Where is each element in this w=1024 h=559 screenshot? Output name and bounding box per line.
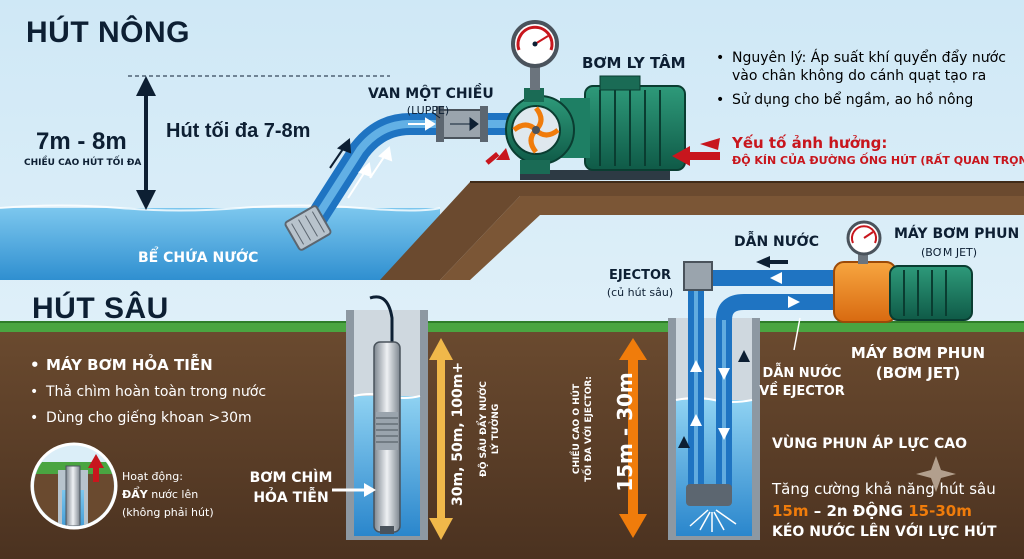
principle-item: Sử dụng cho bể ngầm, ao hồ nông (714, 92, 1006, 108)
operation-title: Hoạt động: (122, 470, 183, 483)
principle-list: Nguyên lý: Áp suất khí quyển đẩy nước và… (714, 50, 1006, 114)
jet-depth-value: 15m - 30m (613, 372, 637, 492)
water-to-ejector-2: VỀ EJECTOR (759, 384, 845, 399)
range-b: 15-30m (908, 502, 972, 520)
principle-item-cont: vào chân không do cánh quạt tạo ra (714, 68, 1006, 84)
tank-label: BỂ CHỨA NƯỚC (138, 250, 259, 266)
water-out-label: DẪN NƯỚC (734, 234, 819, 250)
factor-title: Yếu tố ảnh hưởng: (732, 134, 888, 152)
jet-pump-top-2: (BƠM JET) (920, 246, 978, 259)
spray-lines (689, 509, 737, 532)
jet-pump (833, 220, 973, 323)
height-caption: CHIỀU CAO HÚT TỐI ĐA (24, 158, 142, 168)
operation-bold: ĐẨY (122, 488, 148, 501)
leak-arrows (485, 138, 720, 166)
height-range: 7m - 8m (36, 128, 127, 155)
ejector-nozzle (686, 484, 732, 506)
grass-line (0, 322, 1024, 332)
ejector-sub: (củ hút sâu) (606, 286, 674, 299)
jet-depth-arrow (619, 338, 647, 538)
high-pressure-label: VÙNG PHUN ÁP LỰC CAO (772, 436, 967, 452)
operation-note: (không phải hút) (122, 506, 214, 519)
ejector-title: EJECTOR (608, 268, 672, 283)
operation-line: ĐẨY nước lên (122, 488, 198, 501)
max-suction-label: Hút tối đa 7-8m (166, 120, 311, 142)
jet-pump-top-1: MÁY BƠM PHUN (894, 226, 1020, 242)
range-a: 15m (772, 502, 809, 520)
factor-text: ĐỘ KÍN CỦA ĐƯỜNG ỐNG HÚT (RẤT QUAN TRỌNG… (732, 154, 1024, 167)
submersible-item: MÁY BƠM HỎA TIỄN (28, 356, 266, 374)
jet-depth-label-1: CHIỀU CAO O HÚT (572, 383, 582, 475)
shallow-suction-title: HÚT NÔNG (26, 16, 190, 49)
boost-line: Tăng cường khả năng hút sâu (772, 480, 996, 498)
range-mid: – 2n ĐỘNG (808, 502, 909, 520)
submersible-item: Thả chìm hoàn toàn trong nước (28, 384, 266, 400)
return-pipe (716, 294, 850, 500)
jet-depth-label-2: TỐI ĐA VỚI EJECTOR: (584, 376, 594, 482)
centrifugal-pump (505, 20, 686, 180)
principle-item: Nguyên lý: Áp suất khí quyển đẩy nước (714, 50, 1006, 66)
well-depth-arrow (429, 338, 453, 540)
jet-well (668, 318, 760, 540)
ejector-fitting (683, 261, 713, 291)
operation-rest: nước lên (147, 488, 199, 501)
submersible-well (346, 295, 428, 540)
pull-line: KÉO NƯỚC LÊN VỚI LỰC HÚT (772, 524, 997, 540)
tank-water (0, 208, 440, 280)
submersible-label-2: HỎA TIỄN (253, 490, 329, 506)
pump-label: BƠM LY TÂM (582, 54, 686, 72)
jet-pump-label-1: MÁY BƠM PHUN (850, 344, 986, 362)
jet-pump-label-2: (BƠM JET) (875, 364, 961, 382)
submersible-item: Dùng cho giếng khoan >30m (28, 410, 266, 426)
principle-item-cont-text: vào chân không do cánh quạt tạo ra (732, 68, 987, 84)
submersible-label-1: BƠM CHÌM (249, 470, 333, 486)
well-depth-label-1: ĐỘ SÂU ĐẨY NƯỚC (479, 381, 489, 477)
well-depth-value: 30m, 50m, 100m+ (450, 361, 466, 506)
check-valve-title: VAN MỘT CHIỀU (368, 86, 494, 102)
push-circle-icon (30, 442, 118, 530)
well-depth-label-2: LÝ TƯỞNG (491, 403, 501, 455)
range-line: 15m – 2n ĐỘNG 15-30m (772, 502, 972, 520)
submersible-list: MÁY BƠM HỎA TIỄN Thả chìm hoàn toàn tron… (28, 356, 266, 432)
deep-suction-title: HÚT SÂU (32, 292, 169, 325)
ground-slab (380, 182, 1024, 280)
strainer (284, 205, 332, 251)
check-valve-sub: (LUPPE) (406, 104, 450, 117)
water-to-ejector-1: DẪN NƯỚC (762, 366, 842, 381)
